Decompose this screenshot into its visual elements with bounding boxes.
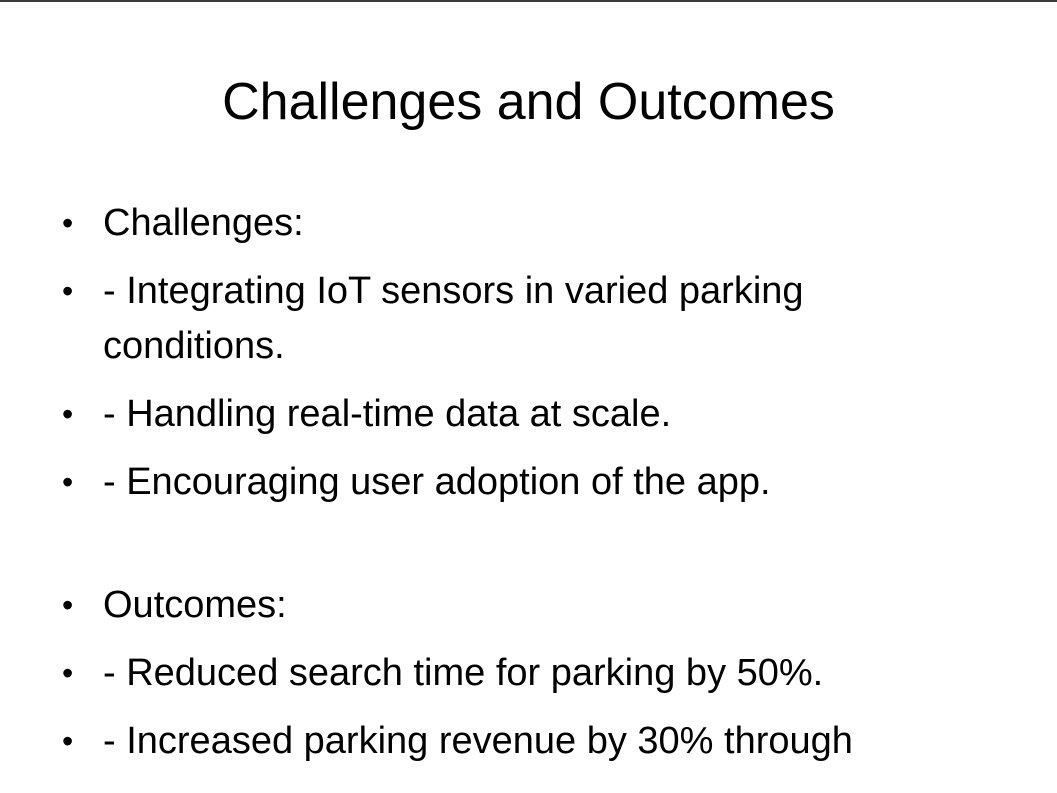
- bullet-text: - Handling real-time data at scale.: [103, 393, 672, 435]
- bullet-item-search-time: - Reduced search time for parking by 50%…: [62, 646, 962, 701]
- bullet-spacer: [62, 523, 962, 578]
- bullet-text: - Increased parking revenue by 30% throu…: [103, 720, 853, 762]
- bullet-text: - Integrating IoT sensors in varied park…: [103, 270, 804, 367]
- bullet-item-iot-sensors: - Integrating IoT sensors in varied park…: [62, 264, 962, 374]
- bullet-icon: [62, 646, 82, 701]
- bullet-list: Challenges: - Integrating IoT sensors in…: [62, 196, 962, 782]
- bullet-icon: [62, 714, 82, 769]
- bullet-item-challenges-heading: Challenges:: [62, 196, 962, 251]
- slide-title: Challenges and Outcomes: [222, 73, 835, 131]
- bullet-item-user-adoption: - Encouraging user adoption of the app.: [62, 455, 962, 510]
- bullet-item-real-time-data: - Handling real-time data at scale.: [62, 387, 962, 442]
- bullet-icon: [62, 455, 82, 510]
- bullet-text: Challenges:: [103, 202, 304, 244]
- top-border: [0, 0, 1057, 2]
- bullet-icon: [62, 387, 82, 442]
- bullet-item-revenue: - Increased parking revenue by 30% throu…: [62, 714, 962, 769]
- bullet-text: Outcomes:: [103, 584, 287, 626]
- bullet-icon: [62, 578, 82, 633]
- bullet-text: - Encouraging user adoption of the app.: [103, 461, 771, 503]
- bullet-text: - Reduced search time for parking by 50%…: [103, 652, 824, 694]
- bullet-icon: [62, 196, 82, 251]
- bullet-icon: [62, 264, 82, 319]
- bullet-item-outcomes-heading: Outcomes:: [62, 578, 962, 633]
